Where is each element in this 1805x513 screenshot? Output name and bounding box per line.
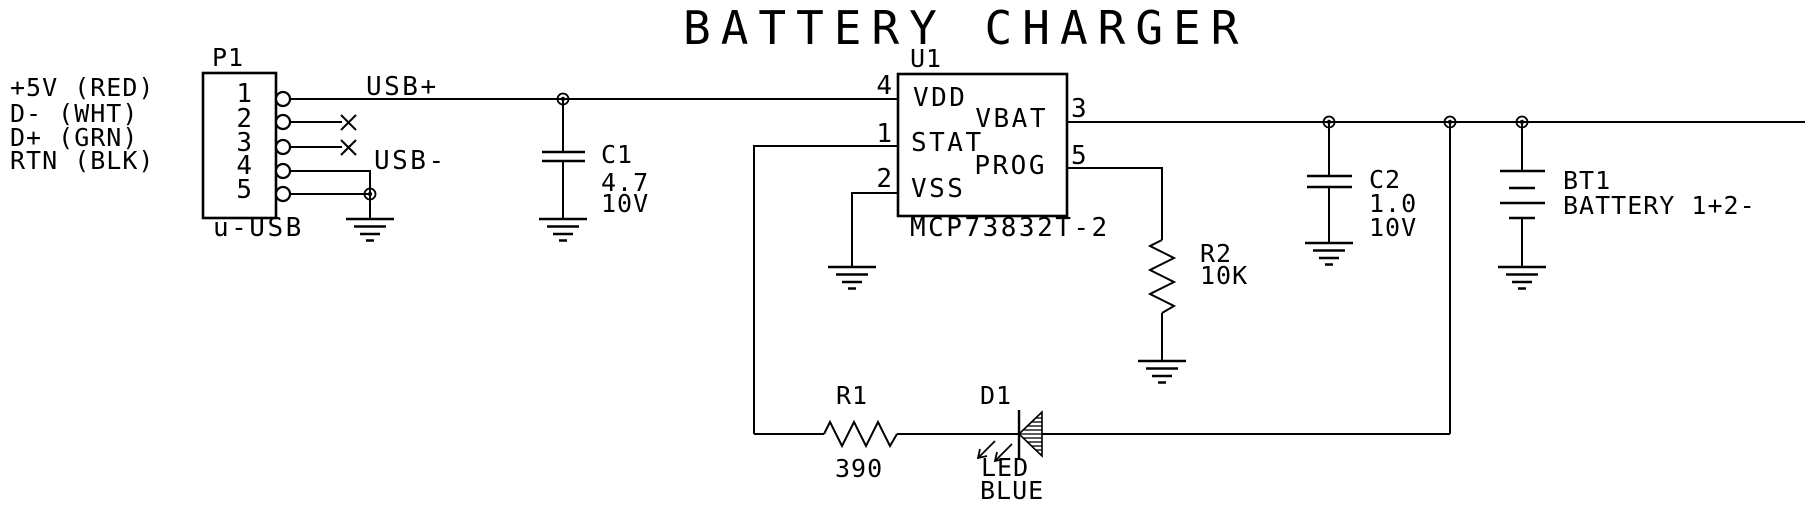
- r1-value: 390: [835, 454, 884, 483]
- r1-reference: R1: [836, 381, 869, 410]
- p1-pin-number-3: 3: [236, 128, 252, 158]
- u1-pin-name-stat: STAT: [911, 128, 984, 158]
- resistor-r1-symbol: [823, 419, 898, 449]
- capacitor-c1-symbol: [542, 150, 585, 163]
- u1-pin-name-prog: PROG: [974, 151, 1047, 181]
- u1-pin-name-vdd: VDD: [913, 83, 968, 113]
- ground-symbol-bt1: [1496, 265, 1548, 290]
- ground-symbol-r2: [1136, 359, 1188, 384]
- no-connect-x-pin2: [340, 114, 357, 131]
- c2-voltage: 10V: [1369, 213, 1418, 242]
- ground-symbol-c1: [537, 217, 589, 242]
- p1-pin-number-4: 4: [236, 151, 252, 181]
- c1-reference: C1: [601, 140, 634, 169]
- net-label-usb-plus: USB+: [366, 72, 439, 102]
- d1-reference: D1: [980, 381, 1013, 410]
- c2-reference: C2: [1369, 165, 1402, 194]
- u1-pin-name-vbat: VBAT: [975, 104, 1048, 134]
- p1-footprint-label: u-USB: [213, 213, 304, 243]
- ground-symbol-c2: [1303, 241, 1355, 266]
- bt1-value: BATTERY 1+2-: [1563, 191, 1756, 220]
- net-label-usb-minus: USB-: [374, 146, 447, 176]
- u1-pin-number-stat: 1: [876, 119, 892, 149]
- p1-pin-number-1: 1: [236, 79, 252, 109]
- u1-pin-name-vss: VSS: [911, 174, 966, 204]
- signal-label-5v: +5V (RED): [10, 73, 155, 102]
- schematic-title: BATTERY CHARGER: [683, 1, 1249, 55]
- u1-ic-body: [896, 72, 1069, 218]
- ground-symbol-p1: [344, 217, 396, 242]
- capacitor-c2-symbol: [1307, 174, 1352, 189]
- u1-reference: U1: [910, 44, 943, 73]
- d1-color-label: BLUE: [980, 476, 1045, 505]
- p1-pin-number-5: 5: [236, 175, 252, 205]
- signal-label-rtn: RTN (BLK): [10, 146, 155, 175]
- no-connect-x-pin3: [340, 139, 357, 156]
- u1-pin-number-vbat: 3: [1071, 94, 1087, 124]
- led-d1-symbol: [976, 410, 1043, 463]
- d1-type-label: LED: [981, 453, 1030, 482]
- u1-part-number: MCP73832T-2: [910, 213, 1110, 243]
- u1-pin-number-prog: 5: [1071, 141, 1087, 171]
- signal-label-dminus: D- (WHT): [10, 99, 139, 128]
- u1-pin-number-vdd: 4: [876, 71, 892, 101]
- p1-reference: P1: [212, 43, 245, 72]
- c1-voltage: 10V: [601, 189, 650, 218]
- c2-value: 1.0: [1369, 189, 1418, 218]
- resistor-r2-symbol: [1147, 239, 1177, 314]
- u1-pin-number-vss: 2: [876, 164, 892, 194]
- ground-symbol-vss: [826, 265, 878, 290]
- wire-segments: [290, 98, 1805, 435]
- led-emission-arrows-icon: [976, 440, 1013, 463]
- p1-pin-number-2: 2: [236, 104, 252, 134]
- bt1-reference: BT1: [1563, 166, 1612, 195]
- battery-bt1-symbol: [1500, 169, 1545, 220]
- r2-reference: R2: [1200, 239, 1233, 268]
- r2-value: 10K: [1200, 261, 1249, 290]
- signal-label-dplus: D+ (GRN): [10, 123, 139, 152]
- c1-value: 4.7: [601, 168, 650, 197]
